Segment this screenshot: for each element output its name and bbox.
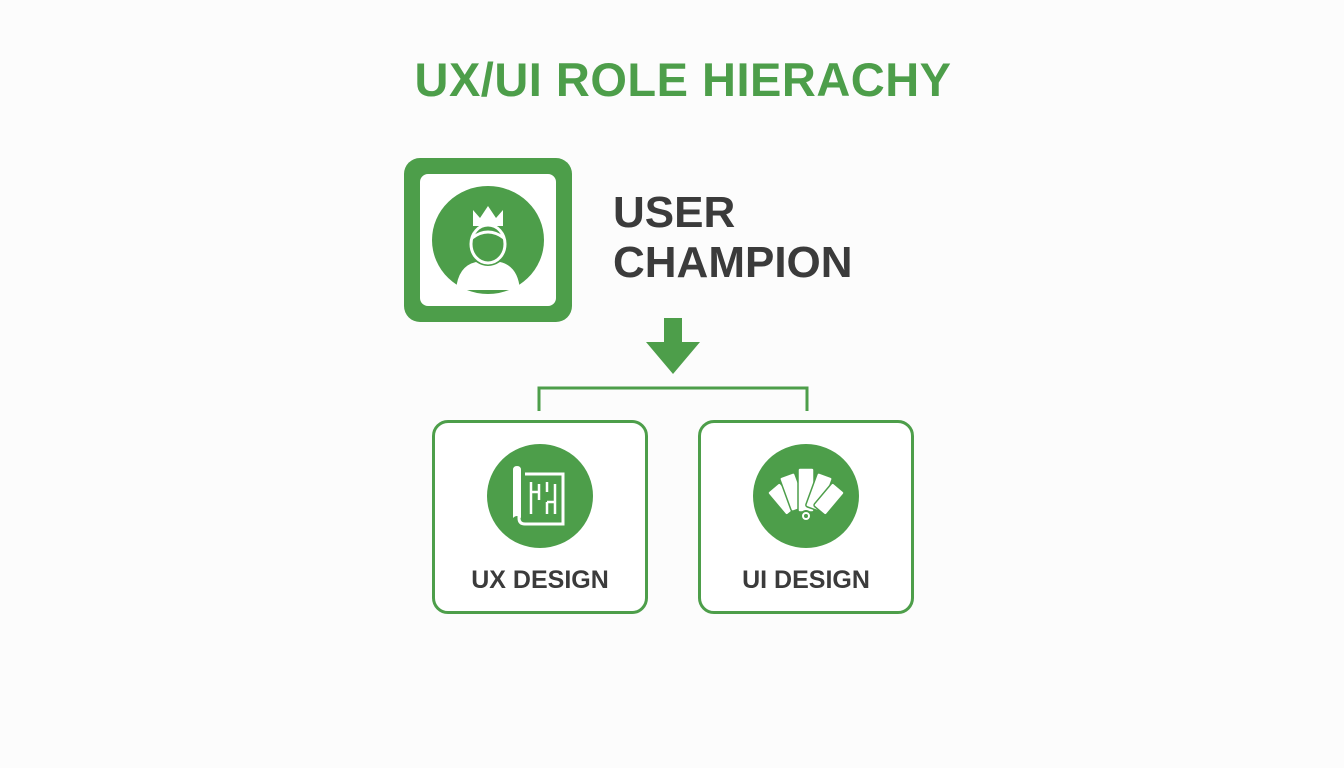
color-swatch-icon: [753, 444, 859, 548]
ui-design-node: UI DESIGN: [698, 420, 914, 614]
diagram-title: UX/UI ROLE HIERACHY: [414, 53, 952, 106]
down-arrow-icon: [646, 318, 700, 374]
user-champion-icon-inner: [420, 174, 556, 306]
user-champion-label: USER CHAMPION: [613, 188, 913, 288]
user-champion-label-line1: USER: [613, 188, 736, 237]
ux-design-node: UX DESIGN: [432, 420, 648, 614]
ux-design-label: UX DESIGN: [471, 566, 609, 594]
blueprint-icon: [487, 444, 593, 548]
user-champion-icon-frame: [404, 158, 572, 322]
branch-bracket: [537, 386, 809, 411]
crowned-user-icon: [432, 186, 544, 294]
ui-design-label: UI DESIGN: [742, 566, 870, 594]
user-champion-label-line2: CHAMPION: [613, 238, 853, 287]
